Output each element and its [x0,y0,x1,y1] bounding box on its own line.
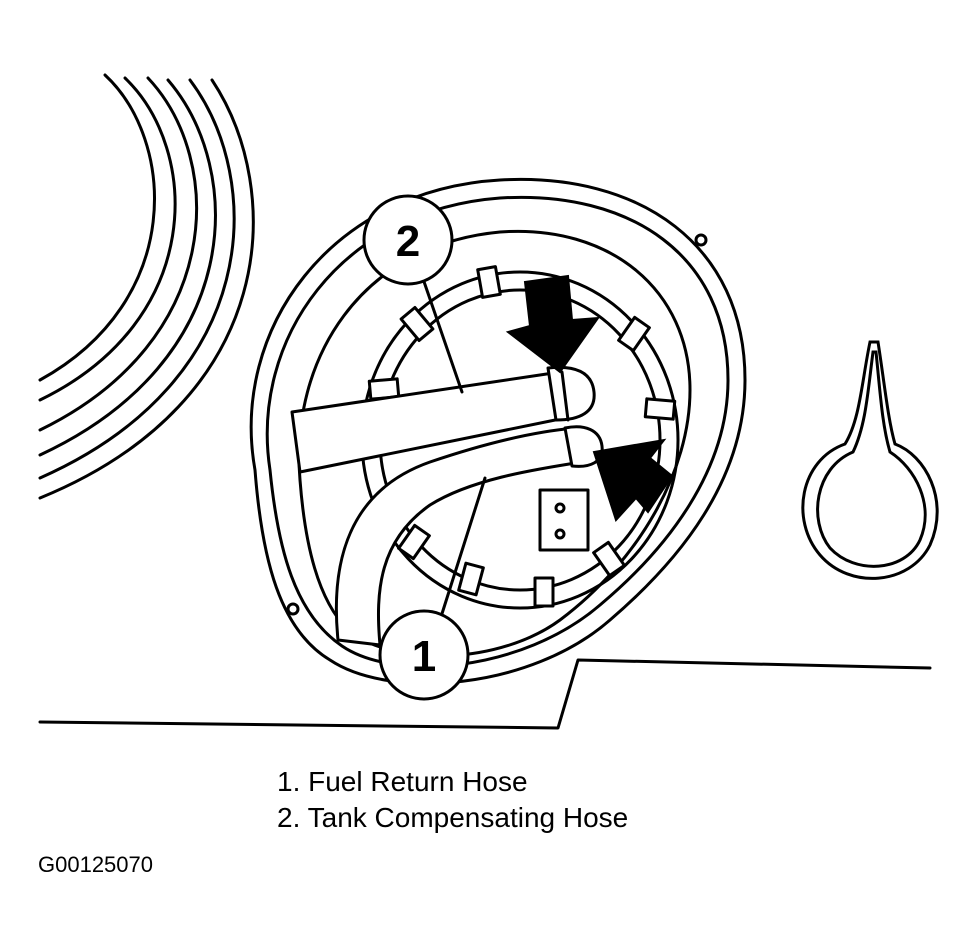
arrow-icon [592,438,674,522]
fuel-return-hose [334,425,604,647]
cover-screw-hole-top [694,233,708,247]
floor-panel-edge [38,658,932,730]
callout-2-leader [418,268,464,394]
cover-screw-hole-bottom [286,602,300,616]
legend: 1. Fuel Return Hose 2. Tank Compensating… [277,764,628,836]
keyhole-opening [801,340,939,580]
wheel-arch-arcs [38,73,255,500]
callout-1: 1 [378,609,470,701]
figure-id: G00125070 [38,852,153,877]
legend-item-1: 1. Fuel Return Hose [277,766,528,797]
callout-1-leader [438,476,487,622]
svg-text:2: 2 [396,217,420,266]
callout-2: 2 [362,194,454,286]
legend-item-2: 2. Tank Compensating Hose [277,802,629,833]
tank-compensating-hose [290,365,596,474]
electrical-connector [538,488,590,552]
fuel-pump-access-diagram: 2 1 [38,73,939,730]
arrow-icon [505,274,601,374]
svg-text:1: 1 [412,632,436,681]
